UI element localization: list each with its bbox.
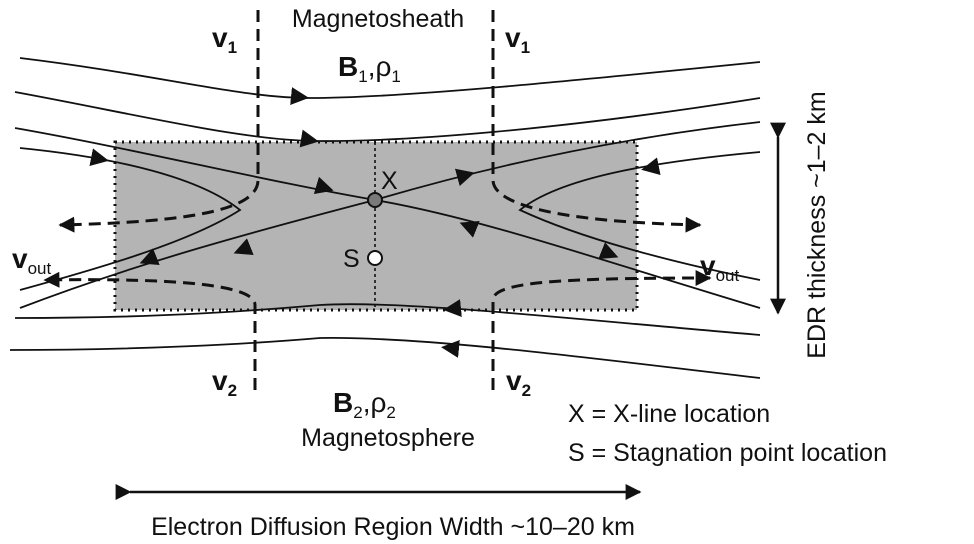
- field-line-bottom-inner: [14, 303, 761, 336]
- legend-x-line: X = X-line location: [568, 400, 770, 428]
- v1-left-label: v1: [212, 22, 237, 57]
- v2-right-label: v2: [506, 365, 531, 400]
- vout-right-label: vout: [700, 250, 739, 285]
- field-line-hairpin-right: [518, 151, 761, 281]
- v1-right-label: v1: [505, 22, 530, 57]
- magnetosheath-label: Magnetosheath: [292, 5, 464, 33]
- stagnation-point: [367, 250, 383, 266]
- vout-left-label: vout: [12, 243, 51, 278]
- field-line-bottom-outer: [9, 336, 761, 379]
- s-point-label: S: [343, 245, 360, 273]
- flow-v2-left: [43, 271, 257, 390]
- legend-stagnation: S = Stagnation point location: [568, 439, 887, 467]
- flow-v1-right: [491, 10, 702, 233]
- x-point-label: X: [381, 167, 398, 195]
- flow-v2-right: [491, 270, 712, 390]
- field-line-top-inner: [14, 91, 761, 142]
- b1-label: B1,ρ1: [338, 51, 401, 86]
- flow-v1-left: [58, 10, 260, 233]
- v2-left-label: v2: [212, 365, 237, 400]
- width-label: Electron Diffusion Region Width ~10–20 k…: [151, 513, 635, 541]
- flow-lines: [43, 10, 712, 390]
- field-line-top-outer: [19, 57, 761, 99]
- magnetosphere-label: Magnetosphere: [301, 424, 475, 452]
- x-line-point: [367, 192, 383, 208]
- b2-label: B2,ρ2: [333, 387, 396, 422]
- arrow-bottom-outer: [441, 339, 460, 358]
- thickness-label: EDR thickness ~1–2 km: [803, 91, 831, 358]
